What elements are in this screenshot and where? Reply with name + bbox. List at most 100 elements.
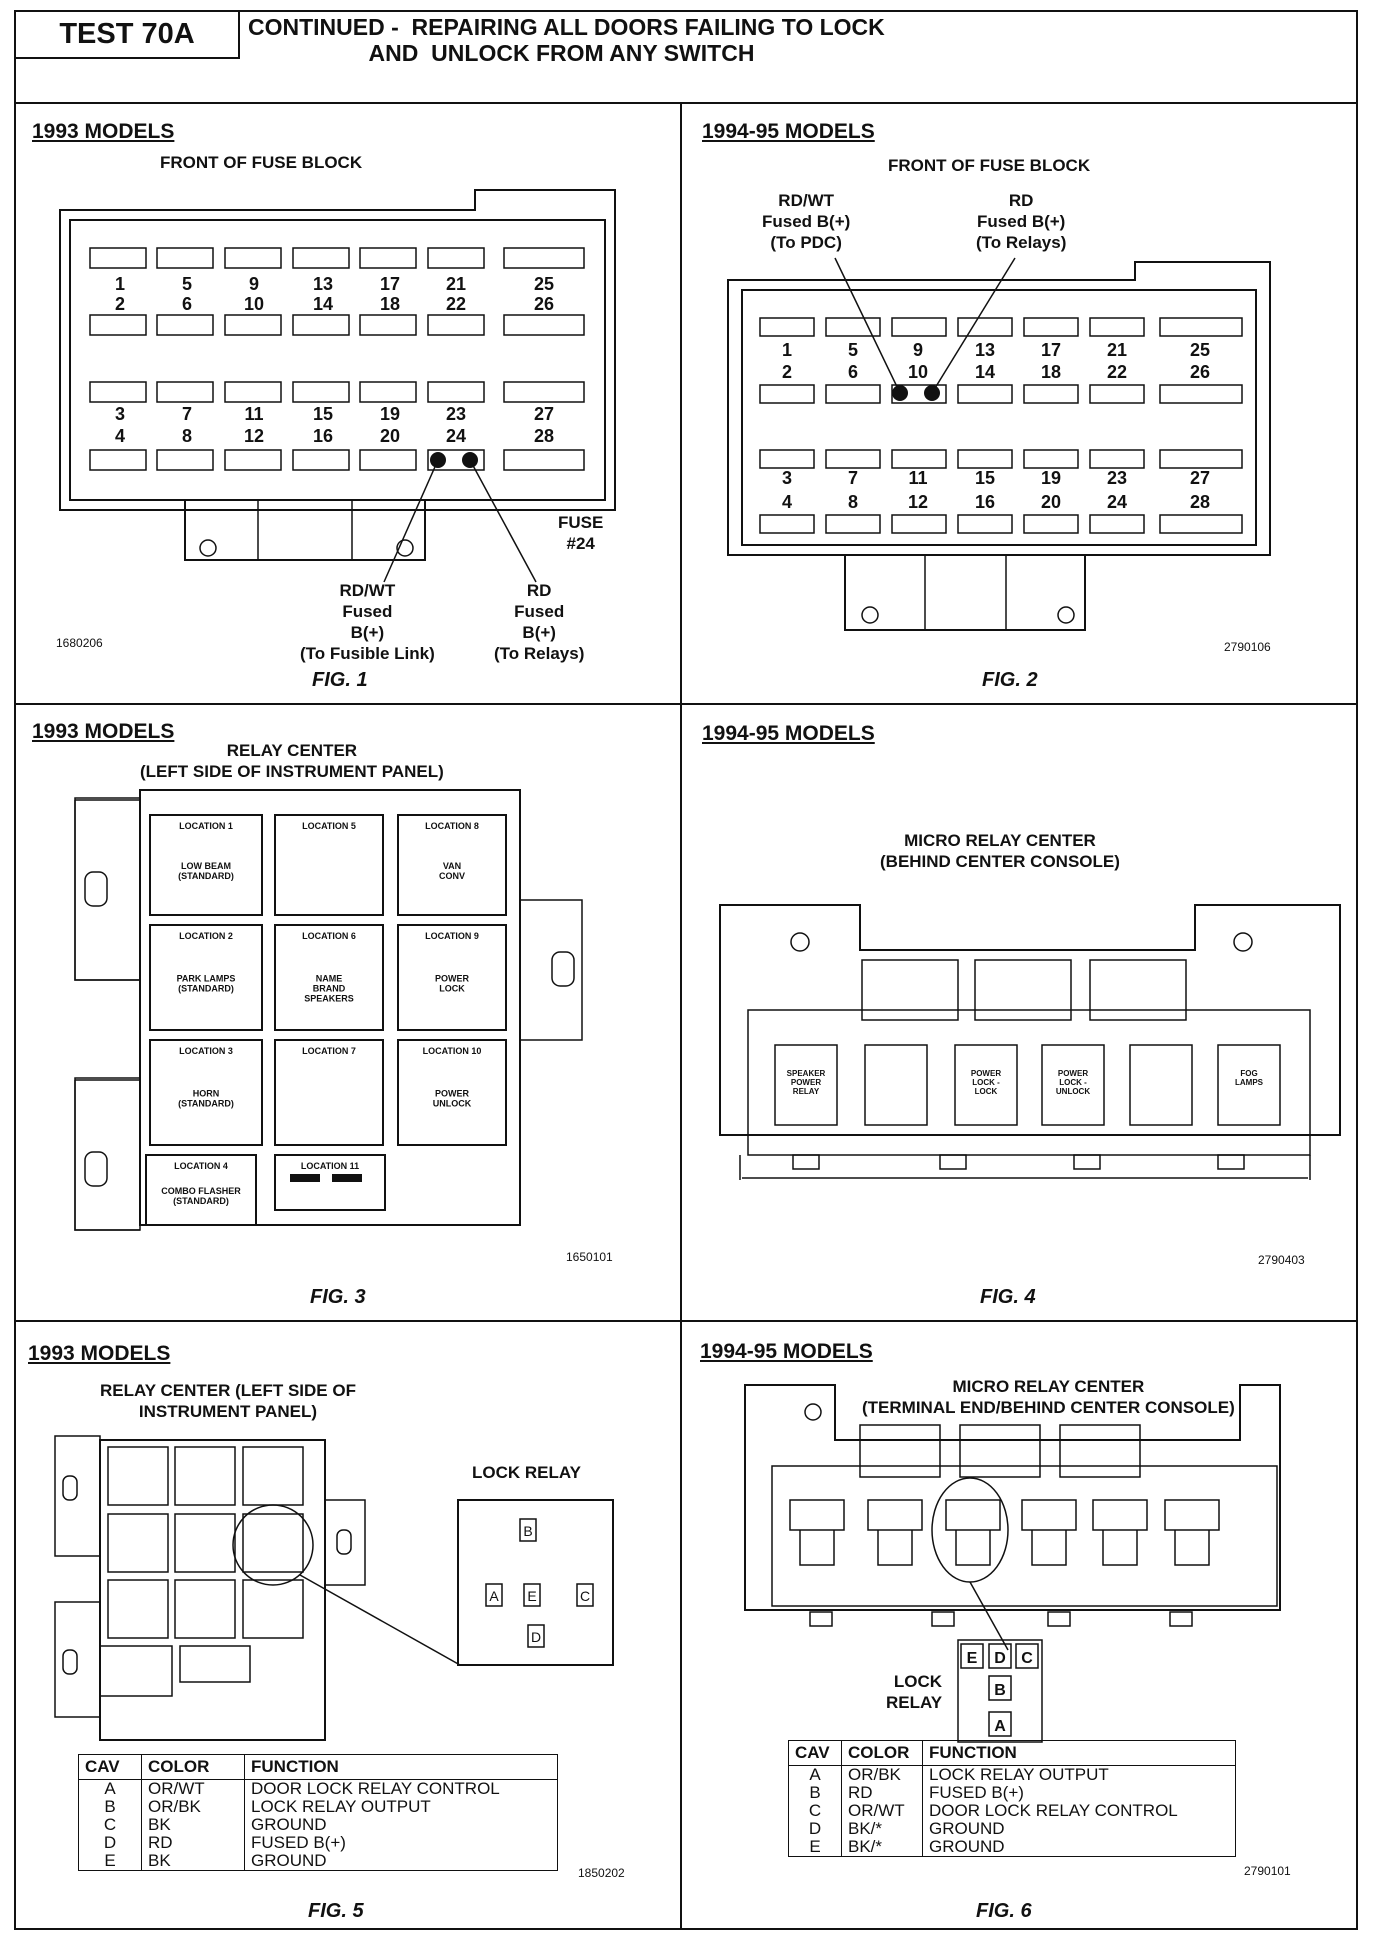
fuse-number: 26 [1190,362,1210,382]
fuse-number: 23 [446,404,466,424]
function-cell: FUSED B(+) [244,1834,558,1852]
relay-location-label: LOCATION 6 [302,931,356,941]
fuse-slot [859,1424,941,1478]
relay-function-text: LOW BEAM(STANDARD) [178,861,234,881]
lock-relay-box [457,1499,614,1666]
wire-lead [383,459,439,583]
fig2-code: 2790106 [1224,640,1271,654]
fuse-number: 28 [1190,492,1210,512]
mount-hole [1057,606,1075,624]
relay-location-label: LOCATION 3 [179,1046,233,1056]
function-cell: LOCK RELAY OUTPUT [922,1765,1236,1784]
table-header: CAV [788,1740,842,1766]
relay-location [107,1579,169,1639]
slot-hole [62,1475,78,1501]
cav-cell: A [78,1779,142,1798]
fig2-subtitle: FRONT OF FUSE BLOCK [888,156,1091,175]
fuse-slot [359,314,417,336]
fuse-number: 28 [534,426,554,446]
function-cell: GROUND [922,1838,1236,1857]
fuse-number: 7 [182,404,192,424]
bracket [74,1077,141,1231]
divider [16,1320,1356,1322]
pin-letter: B [994,1682,1006,1699]
wire-lead [834,257,901,394]
slot-hole [62,1649,78,1675]
fig2-wire-left-label: RD/WT Fused B(+) (To PDC) [762,191,851,252]
terminal-tab [1047,1611,1071,1627]
relay-pin [988,1675,1012,1701]
relay-location [179,1645,251,1683]
fig4-caption: FIG. 4 [980,1286,1036,1308]
fuse-slot [1089,384,1145,404]
fuse-number: 24 [1107,492,1127,512]
fig1-wire-left-label: RD/WT Fused B(+) (To Fusible Link) [300,581,435,663]
relay-pin [988,1643,1012,1669]
fuse-slot [156,247,214,269]
function-cell: DOOR LOCK RELAY CONTROL [244,1779,558,1798]
slot-hole [551,951,575,987]
micro-relay-base [747,1009,1311,1156]
relay-location [242,1579,304,1639]
fuse-slot [1159,317,1243,337]
table-header: COLOR [141,1754,245,1780]
fuse-slot [503,314,585,336]
cav-cell: E [78,1852,142,1871]
fuse-number: 4 [782,492,792,512]
page-title: CONTINUED - REPAIRING ALL DOORS FAILING … [248,14,885,66]
mount-hole [790,932,810,952]
relay-location [274,814,384,916]
relay-location [397,1039,507,1146]
fuse-slot [825,514,881,534]
mount-hole [861,606,879,624]
relay-socket [1021,1499,1077,1531]
bracket [54,1435,101,1557]
fuse-slot [974,959,1072,1021]
test-number: TEST 70A [16,12,240,59]
fuse-slot [292,247,350,269]
fig5-lock-relay-label: LOCK RELAY [472,1463,581,1482]
fuse-slot [1089,959,1187,1021]
fig6-lock-relay-label: LOCK RELAY [886,1672,943,1712]
pin-letter: E [527,1588,536,1604]
bracket [324,1499,366,1586]
mount-hole [804,1403,822,1421]
relay-location [242,1446,304,1506]
relay-location-label: LOCATION 11 [301,1161,359,1171]
fuse-number: 21 [1107,340,1127,360]
relay-location [145,1154,257,1226]
fuse-number: 1 [782,340,792,360]
pin-letter: C [580,1588,590,1604]
pin-letter: E [967,1650,978,1667]
fuse-slot [427,381,485,403]
pin-letter: D [531,1629,541,1645]
fuse-number: 26 [534,294,554,314]
fuse-slot [891,449,947,469]
relay-location [274,1154,386,1211]
fuse-number: 10 [244,294,264,314]
fuse-slot [89,247,147,269]
fuse-slot [1023,514,1079,534]
relay-socket [1031,1530,1067,1566]
fig5-code: 1850202 [578,1866,625,1880]
fuse-number: 27 [534,404,554,424]
relay-location [274,1039,384,1146]
fuse-number: 16 [313,426,333,446]
relay-location [107,1513,169,1573]
fuse-number: 8 [848,492,858,512]
fuse-number: 11 [908,468,927,488]
terminal-tab [809,1611,833,1627]
wire-lead [931,257,1016,394]
bracket [74,797,141,981]
fuse-number: 7 [848,468,858,488]
table-header: FUNCTION [244,1754,558,1780]
relay-location [397,924,507,1031]
relay-pin [523,1583,541,1607]
relay-location [149,924,263,1031]
fig6-code: 2790101 [1244,1864,1291,1878]
fuse-slot [292,449,350,471]
